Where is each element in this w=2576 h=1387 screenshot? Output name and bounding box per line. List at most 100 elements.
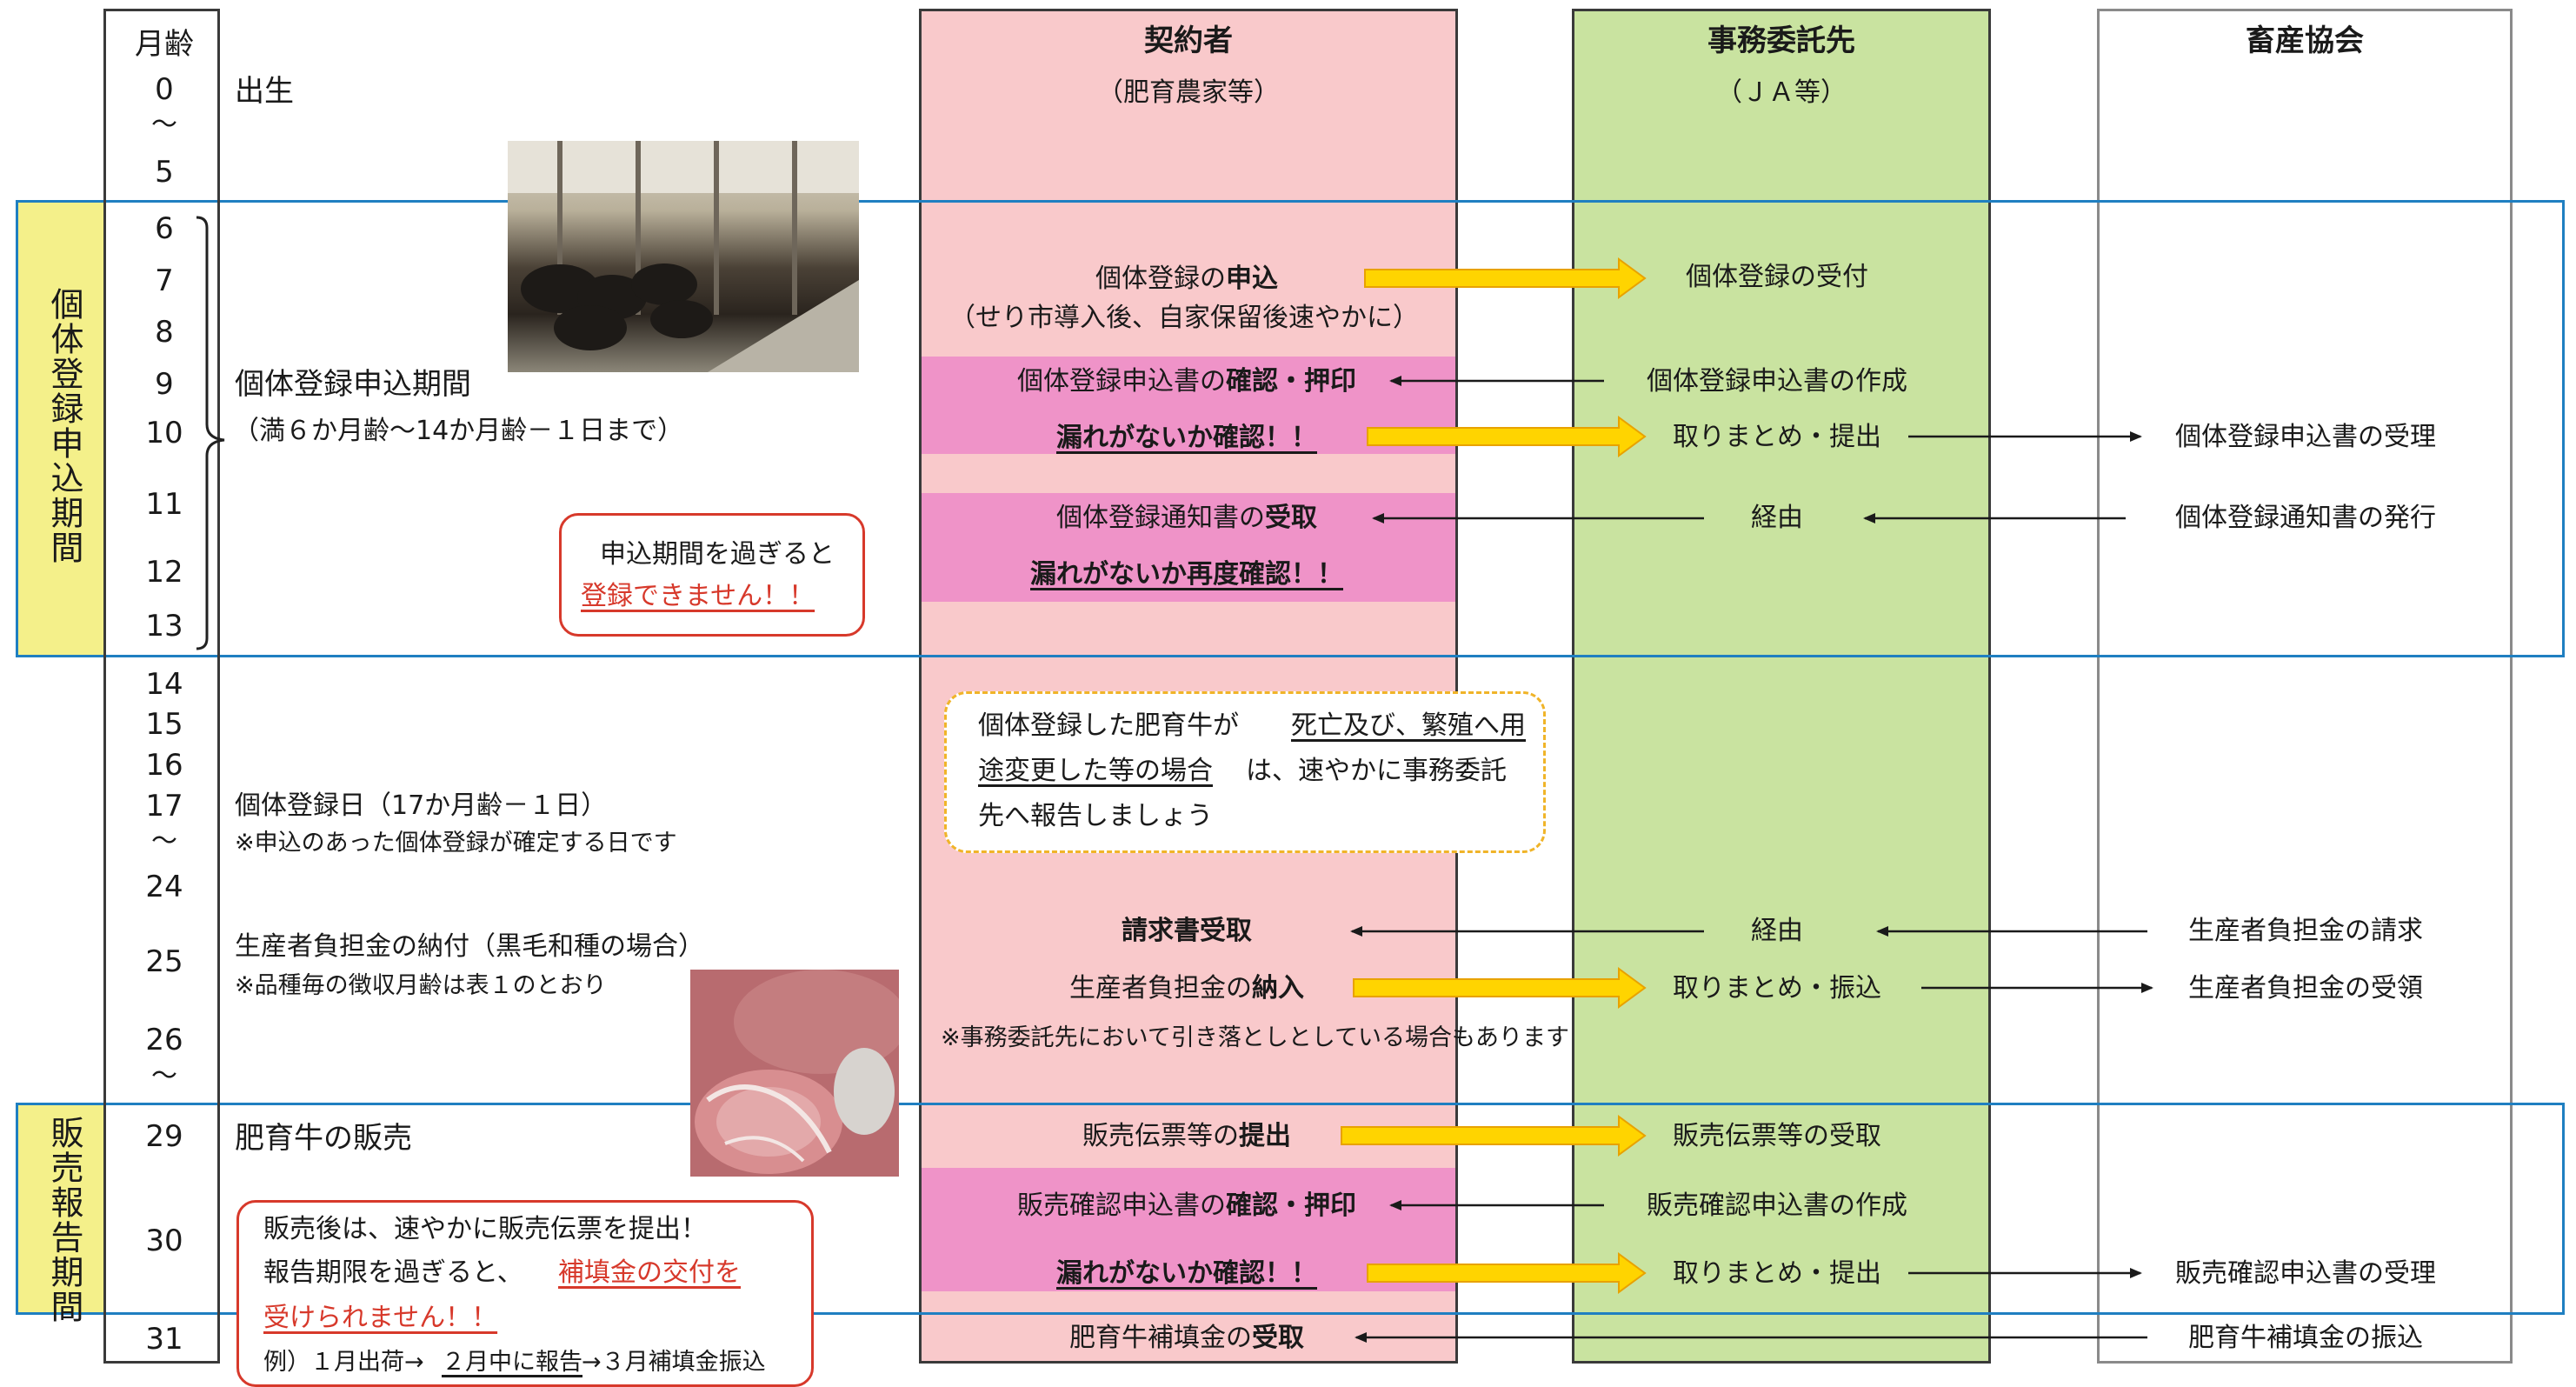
contractor-confirm-seal: 個体登録申込書の確認・押印 — [1017, 369, 1356, 395]
association-subsidy-transfer: 肥育牛補填金の振込 — [2188, 1323, 2423, 1353]
month-header: 月齢 — [135, 27, 194, 62]
yellow-arrow-pay — [1353, 967, 1647, 1009]
agent-column-title: 事務委託先 — [1707, 23, 1855, 58]
agent-column-subtitle: （ＪＡ等） — [1716, 77, 1847, 108]
contractor-sale-confirm: 販売確認申込書の確認・押印 — [1017, 1193, 1356, 1219]
contractor-confirm-seal-a: 個体登録申込書の — [1017, 366, 1226, 397]
event-registration-period-detail: （満６か月齢〜14か月齢－１日まで） — [233, 416, 684, 446]
event-payment-note: ※品種毎の徴収月齢は表１のとおり — [235, 972, 607, 999]
contractor-notice-receive: 個体登録通知書の受取 — [1056, 505, 1317, 531]
month-label: 6 — [155, 211, 174, 246]
contractor-column-subtitle: （肥育農家等） — [1097, 77, 1280, 108]
agent-reg-accept: 個体登録の受付 — [1686, 262, 1868, 292]
contractor-reg-apply-b: 申込 — [1226, 263, 1278, 294]
callout-status-change: 個体登録した肥育牛が 死亡及び、繁殖へ用 途変更した等の場合 は、速やかに事務委… — [944, 691, 1546, 853]
association-column — [2097, 9, 2513, 1364]
month-label: 9 — [155, 367, 174, 402]
event-sale: 肥育牛の販売 — [235, 1121, 412, 1156]
month-label: 13 — [145, 609, 183, 643]
callout-report-line2a: 報告期限を過ぎると、 — [263, 1257, 523, 1288]
contractor-reg-apply-a: 個体登録の — [1095, 263, 1226, 294]
contractor-sale-confirm-b: 確認・押印 — [1226, 1190, 1356, 1221]
month-column — [103, 9, 220, 1364]
month-label: 8 — [155, 315, 174, 350]
month-label: 〜 — [151, 826, 177, 857]
contractor-check-again: 漏れがないか再度確認！！ — [1030, 559, 1343, 590]
contractor-slip-submit-b: 提出 — [1239, 1121, 1291, 1151]
callout-report-line3: 受けられません！！ — [263, 1303, 498, 1333]
association-reg-receipt: 個体登録申込書の受理 — [2175, 422, 2436, 452]
contractor-notice-receive-b: 受取 — [1265, 503, 1317, 533]
month-label: 14 — [145, 667, 183, 702]
contractor-subsidy-receive: 肥育牛補填金の受取 — [1069, 1325, 1304, 1351]
contractor-pay-a: 生産者負担金の — [1069, 973, 1252, 1004]
month-label: 0 — [155, 72, 174, 107]
agent-via-2: 経由 — [1751, 916, 1803, 946]
month-label: 30 — [145, 1224, 183, 1258]
event-registration-period: 個体登録申込期間 — [235, 367, 471, 402]
callout-report-line4b: ２月中に報告 — [442, 1349, 582, 1376]
contractor-pay: 生産者負担金の納入 — [1069, 976, 1304, 1002]
month-label: 11 — [145, 487, 183, 522]
contractor-subsidy-receive-b: 受取 — [1252, 1323, 1304, 1353]
yellow-arrow-check-2 — [1367, 1252, 1647, 1294]
month-label: 15 — [145, 707, 183, 742]
callout-report-line4a: 例）１月出荷→ — [263, 1349, 424, 1376]
sales-report-period-fill — [18, 1105, 103, 1312]
contractor-pay-note: ※事務委託先において引き落としとしている場合もあります — [941, 1024, 1570, 1051]
callout-change-line1b: 死亡及び、繁殖へ用 — [1291, 710, 1526, 741]
contractor-confirm-seal-b: 確認・押印 — [1226, 366, 1356, 397]
association-column-title: 畜産協会 — [2246, 23, 2364, 58]
agent-reg-create: 個体登録申込書の作成 — [1647, 366, 1907, 397]
callout-report-line4c: →３月補填金振込 — [582, 1349, 766, 1376]
yellow-arrow-check-1 — [1367, 416, 1647, 457]
month-label: 25 — [145, 944, 183, 979]
sales-report-period-label: 販売報告期間 — [45, 1116, 83, 1324]
callout-report-line1: 販売後は、速やかに販売伝票を提出！ — [263, 1214, 707, 1244]
month-label: 17 — [145, 789, 183, 824]
month-label: 31 — [145, 1322, 183, 1357]
registration-period-box — [16, 200, 2565, 657]
callout-change-line1a: 個体登録した肥育牛が — [978, 710, 1239, 741]
registration-period-fill — [18, 203, 103, 655]
contractor-check-1: 漏れがないか確認！！ — [1056, 423, 1317, 453]
highlight-band-notice-check — [922, 493, 1455, 602]
agent-compile-1: 取りまとめ・提出 — [1673, 422, 1881, 452]
cattle-barn-photo — [508, 141, 859, 372]
month-label: 12 — [145, 555, 183, 590]
event-registration-day: 個体登録日（17か月齢－１日） — [235, 790, 608, 821]
contractor-check-2: 漏れがないか確認！！ — [1056, 1258, 1317, 1289]
callout-report-line2b: 補填金の交付を — [558, 1257, 741, 1288]
month-label: 16 — [145, 748, 183, 783]
yellow-arrow-reg-apply — [1364, 257, 1647, 299]
highlight-band-registration-check — [922, 357, 1455, 454]
month-label: 10 — [145, 416, 183, 450]
contractor-reg-apply-note: （せり市導入後、自家保留後速やかに） — [949, 303, 1419, 333]
association-sale-receipt: 販売確認申込書の受理 — [2175, 1258, 2436, 1289]
association-charge-receipt: 生産者負担金の受領 — [2188, 973, 2423, 1004]
contractor-invoice: 請求書受取 — [1122, 916, 1252, 946]
registration-period-label: 個体登録申込期間 — [45, 287, 83, 565]
contractor-sale-confirm-a: 販売確認申込書の — [1017, 1190, 1226, 1221]
agent-compile-2: 取りまとめ・提出 — [1673, 1258, 1881, 1289]
beef-photo — [690, 970, 899, 1177]
highlight-band-sale-check — [922, 1168, 1455, 1291]
sales-report-period-box — [16, 1103, 2565, 1315]
contractor-slip-submit: 販売伝票等の提出 — [1082, 1124, 1291, 1150]
month-label: 〜 — [151, 110, 177, 140]
agent-sale-create: 販売確認申込書の作成 — [1647, 1190, 1907, 1221]
month-label: 7 — [155, 263, 174, 298]
contractor-column-title: 契約者 — [1144, 23, 1233, 58]
callout-change-line2b: は、速やかに事務委託 — [1246, 756, 1507, 786]
month-label: 26 — [145, 1023, 183, 1057]
callout-change-line2a: 途変更した等の場合 — [978, 756, 1213, 786]
agent-compile-transfer: 取りまとめ・振込 — [1673, 973, 1881, 1004]
contractor-subsidy-receive-a: 肥育牛補填金の — [1069, 1323, 1252, 1353]
month-label: 29 — [145, 1119, 183, 1154]
contractor-notice-receive-a: 個体登録通知書の — [1056, 503, 1265, 533]
month-label: 24 — [145, 870, 183, 904]
contractor-reg-apply: 個体登録の申込 — [1095, 266, 1278, 292]
agent-via-1: 経由 — [1751, 503, 1803, 533]
callout-deadline-line1: 申込期間を過ぎると — [600, 539, 835, 570]
